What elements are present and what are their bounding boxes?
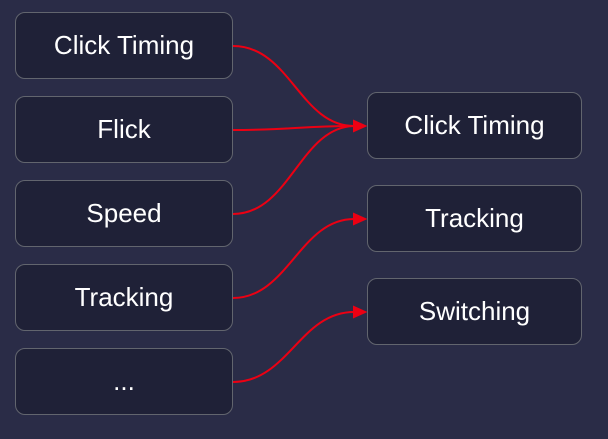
node-left-ellipsis[interactable]: ...: [15, 348, 233, 415]
node-left-tracking[interactable]: Tracking: [15, 264, 233, 331]
node-label: Tracking: [425, 203, 524, 233]
node-label: Tracking: [74, 282, 174, 312]
node-label: Flick: [97, 114, 151, 144]
node-label: Click Timing: [404, 110, 545, 140]
node-label: Click Timing: [53, 30, 195, 60]
node-label: ...: [113, 366, 135, 396]
node-right-switching[interactable]: Switching: [367, 278, 582, 345]
node-left-click-timing[interactable]: Click Timing: [15, 12, 233, 79]
node-right-tracking[interactable]: Tracking: [367, 185, 582, 252]
arrowhead-click-timing: [353, 119, 368, 133]
node-label: Speed: [86, 198, 162, 228]
node-left-flick[interactable]: Flick: [15, 96, 233, 163]
edge-flick-to-click-timing: [232, 125, 355, 131]
edge-click-timing-to-click-timing: [232, 45, 355, 127]
node-left-speed[interactable]: Speed: [15, 180, 233, 247]
arrowhead-switching: [353, 305, 368, 319]
arrowhead-tracking: [353, 212, 368, 226]
edge-speed-to-click-timing: [232, 125, 355, 215]
edge-tracking-to-tracking: [232, 218, 355, 299]
node-label: Switching: [418, 296, 531, 326]
node-right-click-timing[interactable]: Click Timing: [367, 92, 582, 159]
edge-dots-to-switching: [232, 311, 355, 383]
